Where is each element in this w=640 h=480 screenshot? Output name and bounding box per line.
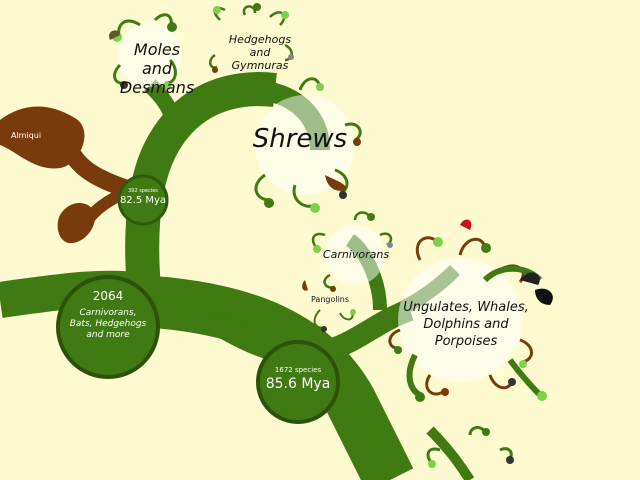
leaf-cluster-hedgehogs[interactable]: [209, 3, 294, 73]
leaf-cluster-shrews[interactable]: [254, 77, 362, 213]
node-scrotifera-circle[interactable]: [256, 340, 340, 424]
branch-eulipotyphla: [125, 72, 277, 302]
leaf-cluster-ungulates[interactable]: [388, 219, 553, 402]
node-laurasiatheria-circle[interactable]: [56, 275, 160, 379]
leaf-cluster-moles[interactable]: [108, 13, 182, 90]
branch-to-moles: [144, 79, 183, 128]
branch-lower-right: [426, 426, 475, 480]
leaf-cluster-pangolins[interactable]: [302, 280, 356, 332]
almiqui-branch[interactable]: [0, 106, 133, 244]
leaf-cluster-carnivorans[interactable]: [311, 211, 393, 293]
branch-to-scrotifera: [204, 299, 414, 365]
leaf-cluster-bottom[interactable]: [426, 426, 514, 469]
node-eulipotyphla-circle[interactable]: [117, 174, 169, 226]
